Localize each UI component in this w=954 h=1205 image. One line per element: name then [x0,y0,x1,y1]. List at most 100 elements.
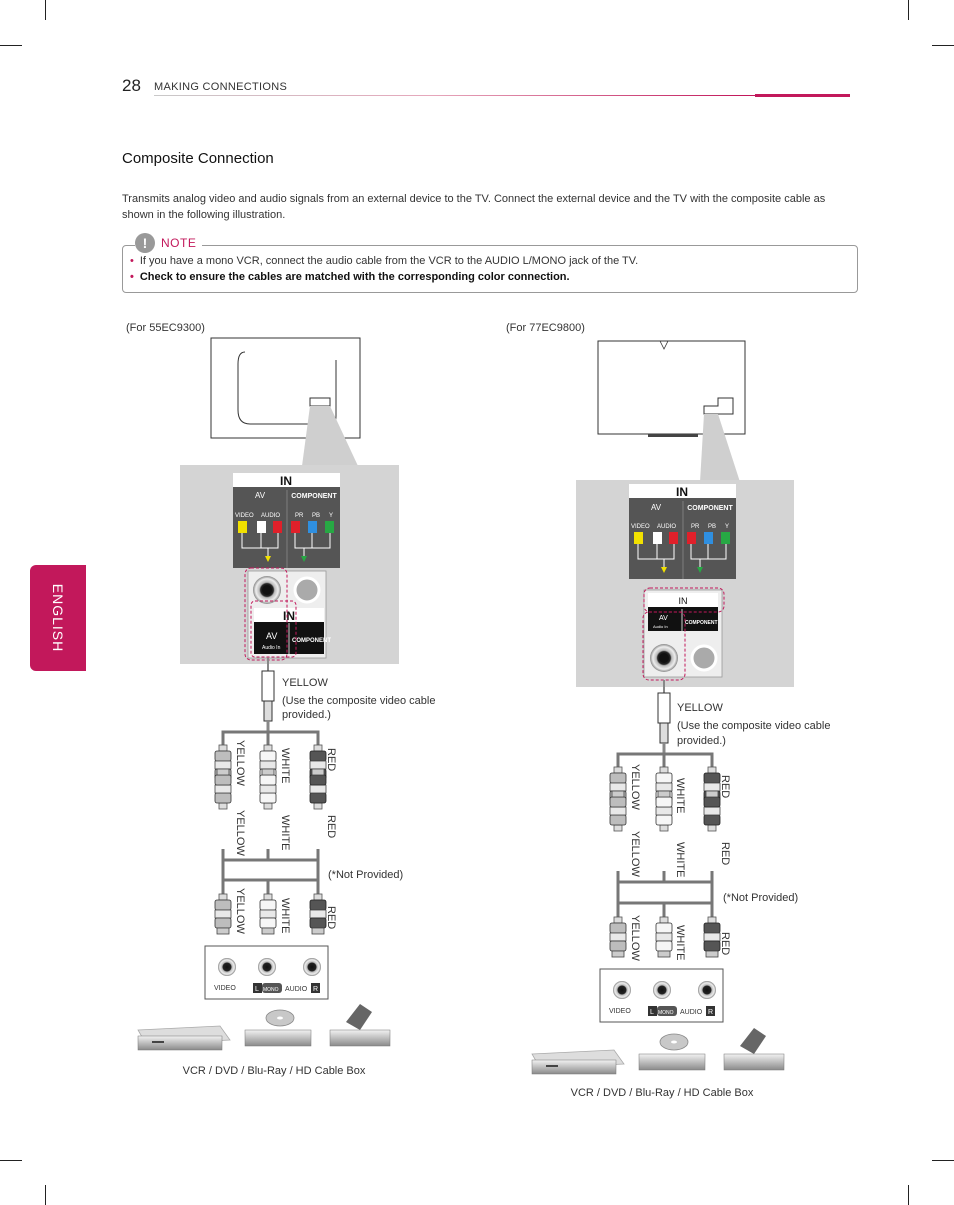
cable-label-red: RED [325,906,337,929]
zoom-av-label: AV [266,631,277,641]
panel-pb-label: PB [312,513,320,519]
note-item: • If you have a mono VCR, connect the aud… [130,255,638,267]
jack-mono-label: MONO [263,987,279,993]
cable-label-red: RED [719,842,731,865]
crop-mark [0,1160,22,1161]
cable-label-yellow: YELLOW [629,915,641,961]
crop-mark [908,1185,909,1205]
zoom-av-label: AV [659,615,668,622]
not-provided-label: (*Not Provided) [723,892,798,904]
use-note-line: (Use the composite video cable [677,720,830,732]
header-rule [154,95,850,96]
crop-mark [908,0,909,20]
panel-video-label: VIDEO [235,513,254,519]
cable-label-white: WHITE [279,898,291,933]
zoom-component-label: COMPONENT [292,638,331,644]
cable-label-white: WHITE [674,925,686,960]
tv-rear-right [597,340,746,482]
panel-av-label: AV [255,491,266,500]
panel-y-label: Y [725,524,729,530]
cable-label-yellow: YELLOW [234,810,246,856]
cable-label-red: RED [719,775,731,798]
jack-l-label: L [650,1009,654,1016]
use-note-line: provided.) [677,735,726,747]
cable-label-white: WHITE [279,748,291,783]
crop-mark [45,1185,46,1205]
page-number: 28 [122,76,141,95]
panel-audio-label: AUDIO [261,513,280,519]
panel-audio-label: AUDIO [657,524,676,530]
cable-label-yellow: YELLOW [234,888,246,934]
device-jacks-right: VIDEO L MONO AUDIO R [599,968,724,1023]
jack-r-label: R [313,986,318,993]
bullet-icon: • [130,255,134,267]
device-jacks-left: VIDEO L MONO AUDIO R [204,945,329,1000]
note-item-text: If you have a mono VCR, connect the audi… [139,255,639,267]
exclamation-icon: ! [135,233,155,253]
panel-pr-label: PR [691,524,700,530]
jack-r-label: R [708,1009,713,1016]
jack-audio-label: AUDIO [680,1009,703,1016]
jack-l-label: L [255,986,259,993]
language-tab: ENGLISH [30,565,86,671]
section-title: Composite Connection [122,150,274,167]
panel-av-label: AV [651,503,662,512]
tv-rear-left [210,337,361,466]
left-diagram: IN AV COMPONENT VIDEO AUDIO PR PB Y [137,337,435,1077]
jack-video-label: VIDEO [214,985,236,992]
cable-label-red: RED [719,932,731,955]
input-panel-left: IN AV COMPONENT VIDEO AUDIO PR PB Y [233,473,340,568]
yellow-label: YELLOW [282,677,328,689]
dvd-player-icon [638,1033,706,1071]
note-header: ! NOTE [135,231,203,255]
cable-box-icon [329,1004,391,1047]
cable-label-yellow: YELLOW [629,831,641,877]
input-panel-right: IN AV COMPONENT VIDEO AUDIO PR PB Y [629,484,736,579]
right-diagram: IN AV COMPONENT VIDEO AUDIO PR PB Y [531,340,830,1099]
zoom-audio-in-label: Audio In [653,624,668,629]
use-note-line: provided.) [282,709,331,721]
zoom-audio-in-label: Audio In [262,645,281,651]
crop-mark [0,45,22,46]
cable-label-white: WHITE [674,778,686,813]
cable-labels-left: YELLOW WHITE RED YELLOW WHITE RED YELLOW… [234,740,337,934]
zoom-jack-right: IN AV Audio In COMPONENT [642,587,725,681]
device-caption-right: VCR / DVD / Blu-Ray / HD Cable Box [571,1087,754,1099]
note-item: • Check to ensure the cables are matched … [130,271,570,283]
panel-pr-label: PR [295,513,304,519]
vcr-icon [531,1049,625,1075]
zoom-in-label: IN [283,609,295,623]
not-provided-label: (*Not Provided) [328,869,403,881]
note-label: NOTE [161,236,197,250]
zoom-in-label: IN [679,596,688,606]
jack-audio-label: AUDIO [285,986,308,993]
zoom-component-label: COMPONENT [685,620,718,626]
bullet-icon: • [130,271,134,283]
cable-label-yellow: YELLOW [629,764,641,810]
panel-y-label: Y [329,513,333,519]
crop-mark [932,45,954,46]
note-box [122,245,858,293]
cable-label-white: WHITE [674,842,686,877]
cable-labels-right: YELLOW WHITE RED YELLOW WHITE RED YELLOW… [629,764,731,961]
panel-in-label: IN [676,485,688,499]
composite-cable-left [214,658,327,935]
cable-box-icon [723,1028,785,1071]
composite-cable-right [609,680,721,958]
cable-label-yellow: YELLOW [234,740,246,786]
cable-label-red: RED [325,815,337,838]
vcr-icon [137,1025,231,1051]
panel-component-label: COMPONENT [291,493,337,500]
model-caption-right: (For 77EC9800) [506,322,585,334]
dvd-player-icon [244,1009,312,1047]
note-item-text: Check to ensure the cables are matched w… [139,271,570,283]
device-caption-left: VCR / DVD / Blu-Ray / HD Cable Box [183,1065,366,1077]
panel-component-label: COMPONENT [687,505,733,512]
jack-mono-label: MONO [658,1010,674,1016]
cable-label-red: RED [325,748,337,771]
use-note-line: (Use the composite video cable [282,695,435,707]
panel-pb-label: PB [708,524,716,530]
yellow-label: YELLOW [677,702,723,714]
model-caption-left: (For 55EC9300) [126,322,205,334]
cable-label-white: WHITE [279,815,291,850]
